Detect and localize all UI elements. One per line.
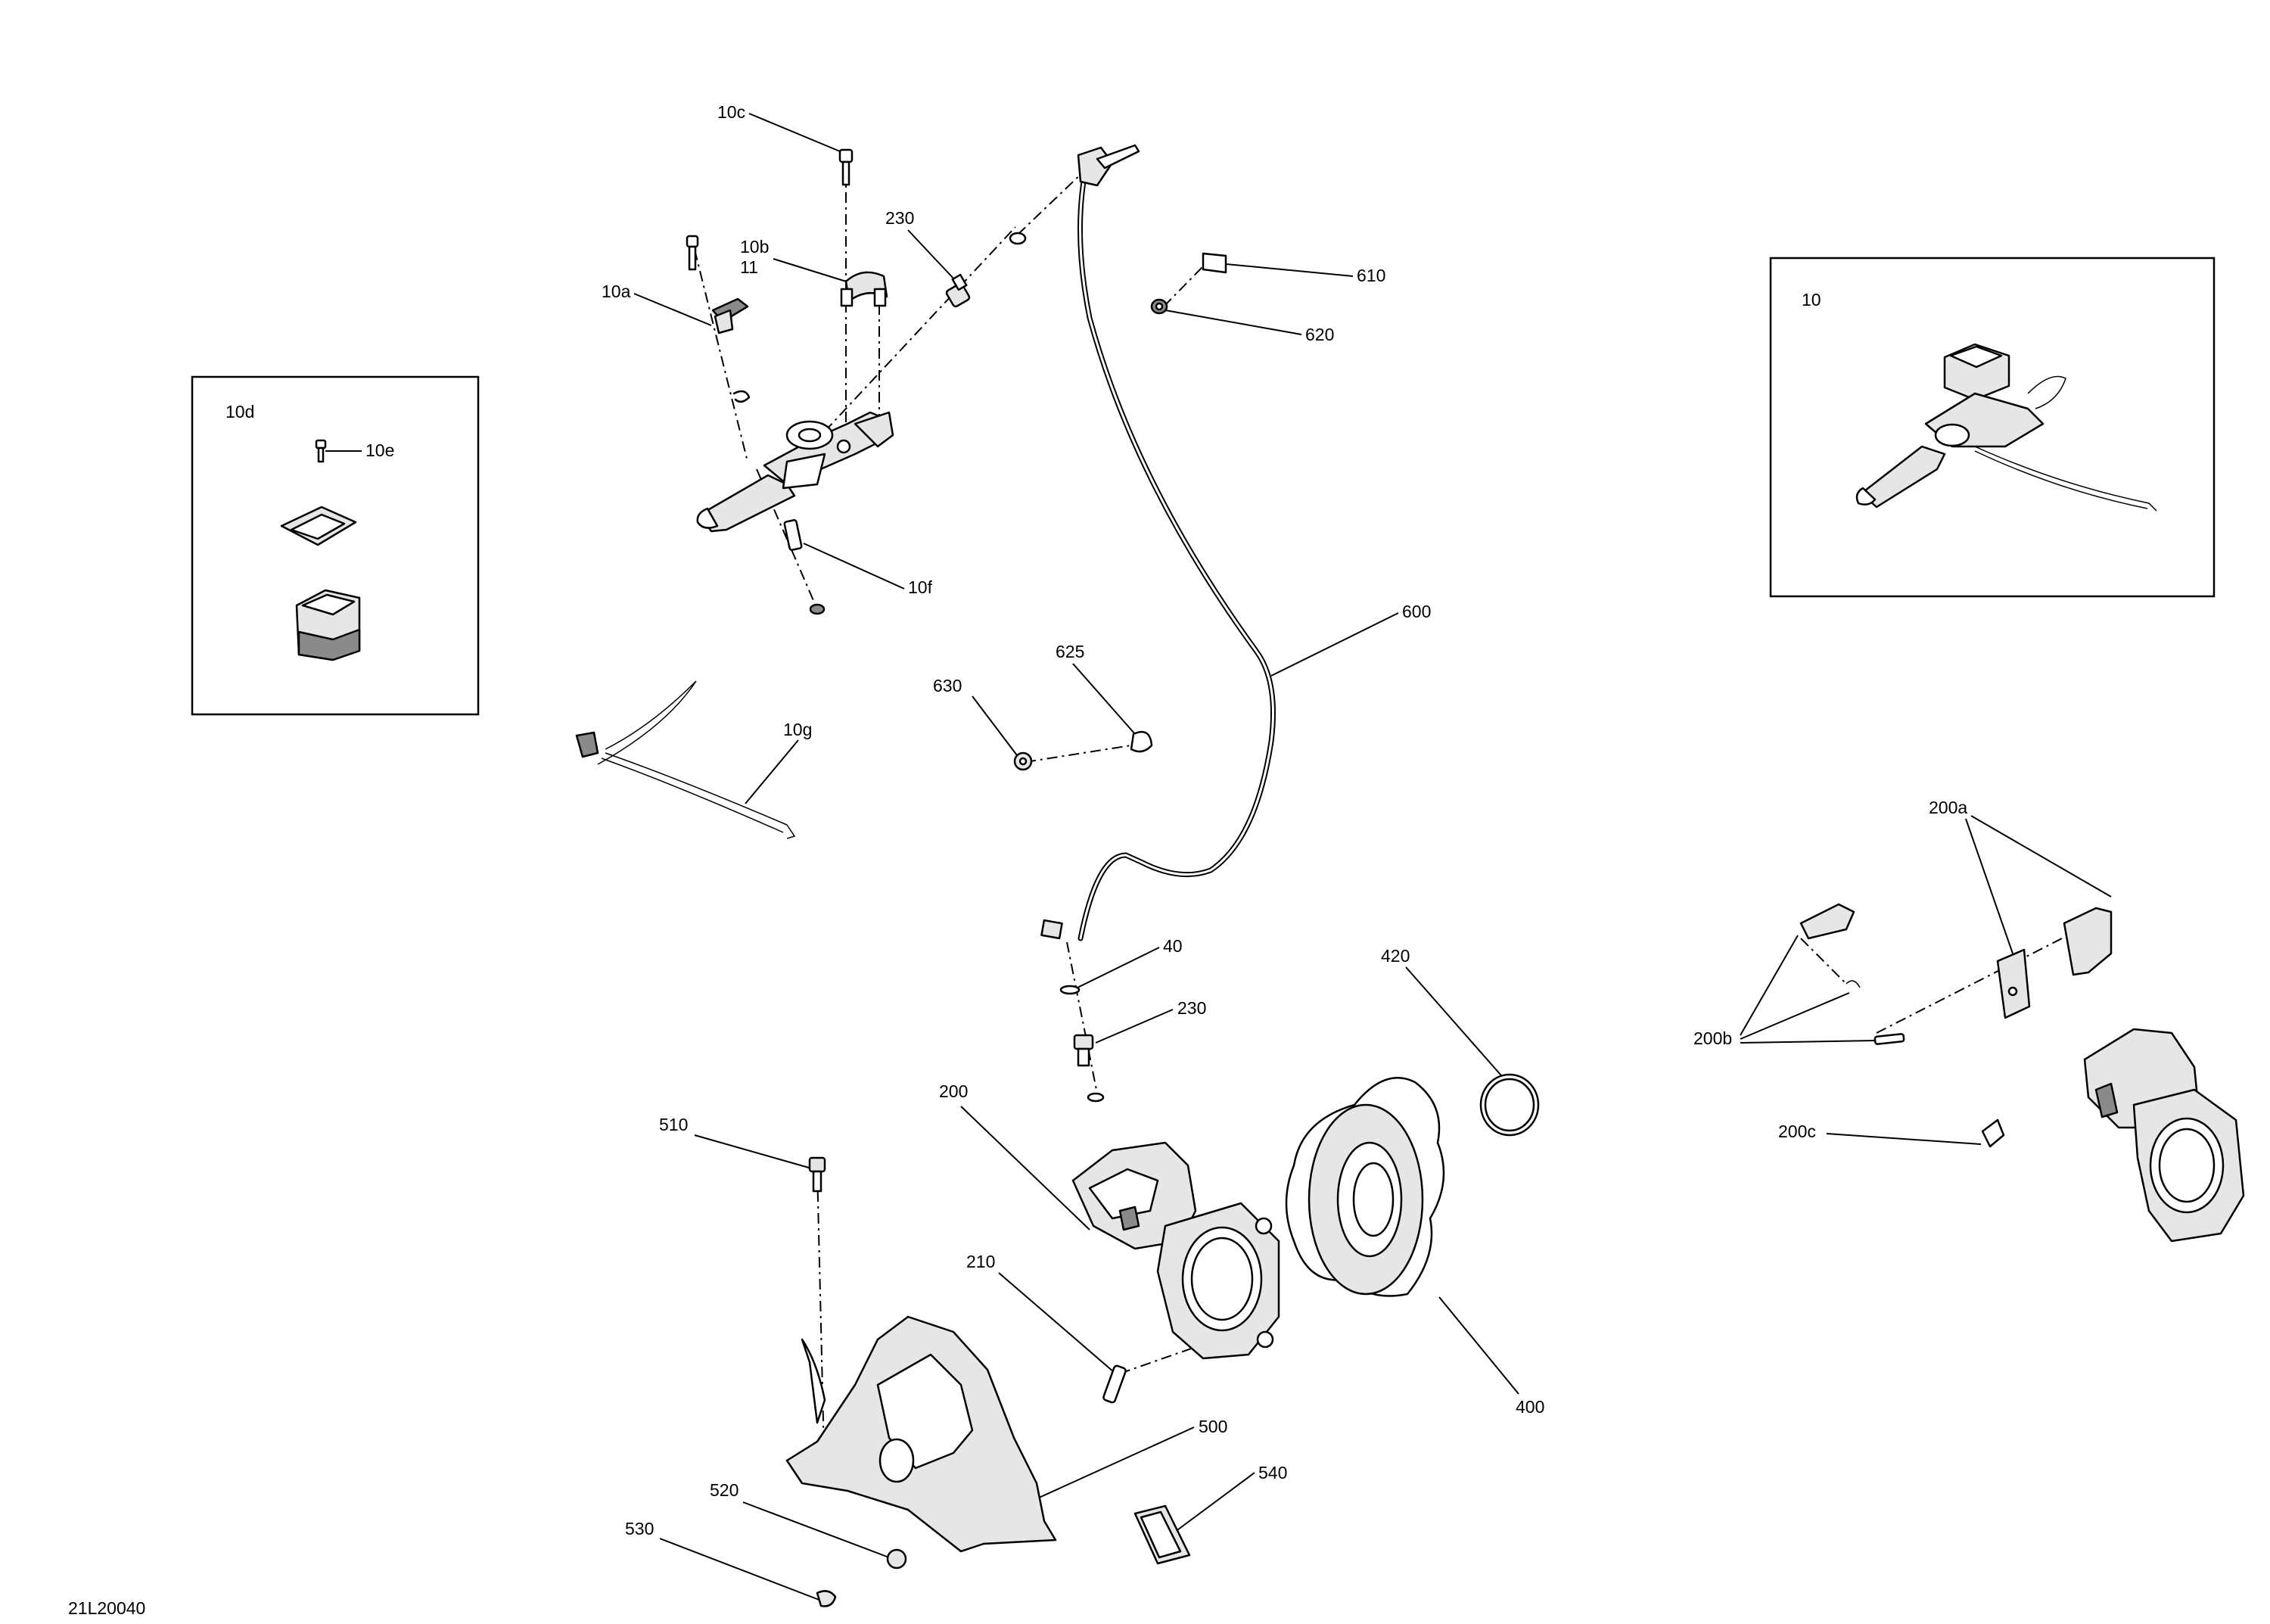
master-cylinder-10 bbox=[1855, 343, 2157, 512]
callout-610: 610 bbox=[1357, 266, 1385, 285]
clip-625 bbox=[1130, 730, 1153, 753]
inset-box-master-cylinder bbox=[1769, 257, 2216, 598]
pad-spring-200b bbox=[1799, 903, 1905, 1045]
diagram-reference-number: 21L20040 bbox=[68, 1598, 145, 1618]
disc-guard-500 bbox=[785, 1315, 1057, 1553]
callout-540: 540 bbox=[1258, 1463, 1287, 1482]
wire-harness-10g bbox=[575, 680, 796, 839]
reservoir-body bbox=[295, 589, 361, 661]
callout-510: 510 bbox=[659, 1115, 688, 1134]
callout-10g: 10g bbox=[783, 720, 812, 739]
callout-600: 600 bbox=[1402, 602, 1431, 621]
callout-200: 200 bbox=[939, 1081, 968, 1101]
o-ring-420 bbox=[1479, 1073, 1540, 1137]
callout-210: 210 bbox=[966, 1252, 995, 1271]
banjo-bolt-230-lower bbox=[1073, 1034, 1105, 1103]
callout-620: 620 bbox=[1305, 325, 1334, 344]
callout-500: 500 bbox=[1199, 1417, 1227, 1436]
callout-200c: 200c bbox=[1778, 1122, 1816, 1141]
callout-230-upper: 230 bbox=[885, 208, 914, 228]
clip-spring bbox=[732, 390, 751, 403]
bolt-10c-left bbox=[686, 235, 699, 271]
washer-40 bbox=[1059, 985, 1081, 995]
switch-10a bbox=[711, 297, 749, 334]
callout-10e: 10e bbox=[365, 440, 394, 460]
reservoir-cap bbox=[280, 506, 357, 546]
inset-box-reservoir bbox=[191, 375, 480, 716]
nut-630 bbox=[1013, 751, 1033, 771]
bolt-10c bbox=[838, 148, 854, 186]
caliper-200c bbox=[1981, 1028, 2245, 1243]
brake-disc-400 bbox=[1285, 1077, 1445, 1297]
callout-230-lower: 230 bbox=[1177, 998, 1206, 1018]
nut-520 bbox=[886, 1548, 907, 1570]
callout-625: 625 bbox=[1056, 642, 1084, 661]
label-540 bbox=[1133, 1504, 1191, 1565]
callout-200a: 200a bbox=[1929, 798, 1967, 817]
brake-hose-600 bbox=[1040, 144, 1276, 941]
callout-420: 420 bbox=[1381, 946, 1410, 966]
rivet-530 bbox=[816, 1590, 837, 1607]
banjo-230-upper bbox=[945, 273, 971, 308]
bolt-510 bbox=[808, 1156, 826, 1193]
washer-upper bbox=[1009, 232, 1027, 245]
callout-10d: 10d bbox=[225, 402, 254, 422]
callout-10a: 10a bbox=[602, 282, 631, 301]
callout-400: 400 bbox=[1516, 1397, 1544, 1417]
clamp-10b bbox=[840, 271, 888, 307]
grommet-620 bbox=[1150, 298, 1168, 315]
callout-10c: 10c bbox=[717, 102, 745, 122]
brake-pads-200a bbox=[1996, 907, 2113, 1019]
callout-10f: 10f bbox=[908, 577, 933, 597]
callout-11: 11 bbox=[740, 257, 758, 277]
callout-10b: 10b bbox=[740, 237, 769, 257]
screw-10e bbox=[315, 439, 327, 463]
brake-lever-assembly bbox=[696, 411, 894, 533]
pivot-pin-10f bbox=[783, 519, 826, 615]
leader-lines bbox=[325, 113, 2112, 1601]
callout-200b: 200b bbox=[1693, 1028, 1732, 1048]
callout-520: 520 bbox=[710, 1480, 739, 1500]
pin-210 bbox=[1102, 1364, 1127, 1404]
callout-10: 10 bbox=[1802, 290, 1821, 310]
callout-530: 530 bbox=[625, 1519, 654, 1538]
callout-40: 40 bbox=[1163, 936, 1183, 956]
callout-630: 630 bbox=[933, 676, 962, 695]
caliper-200 bbox=[1071, 1141, 1280, 1360]
clip-610 bbox=[1202, 252, 1227, 274]
